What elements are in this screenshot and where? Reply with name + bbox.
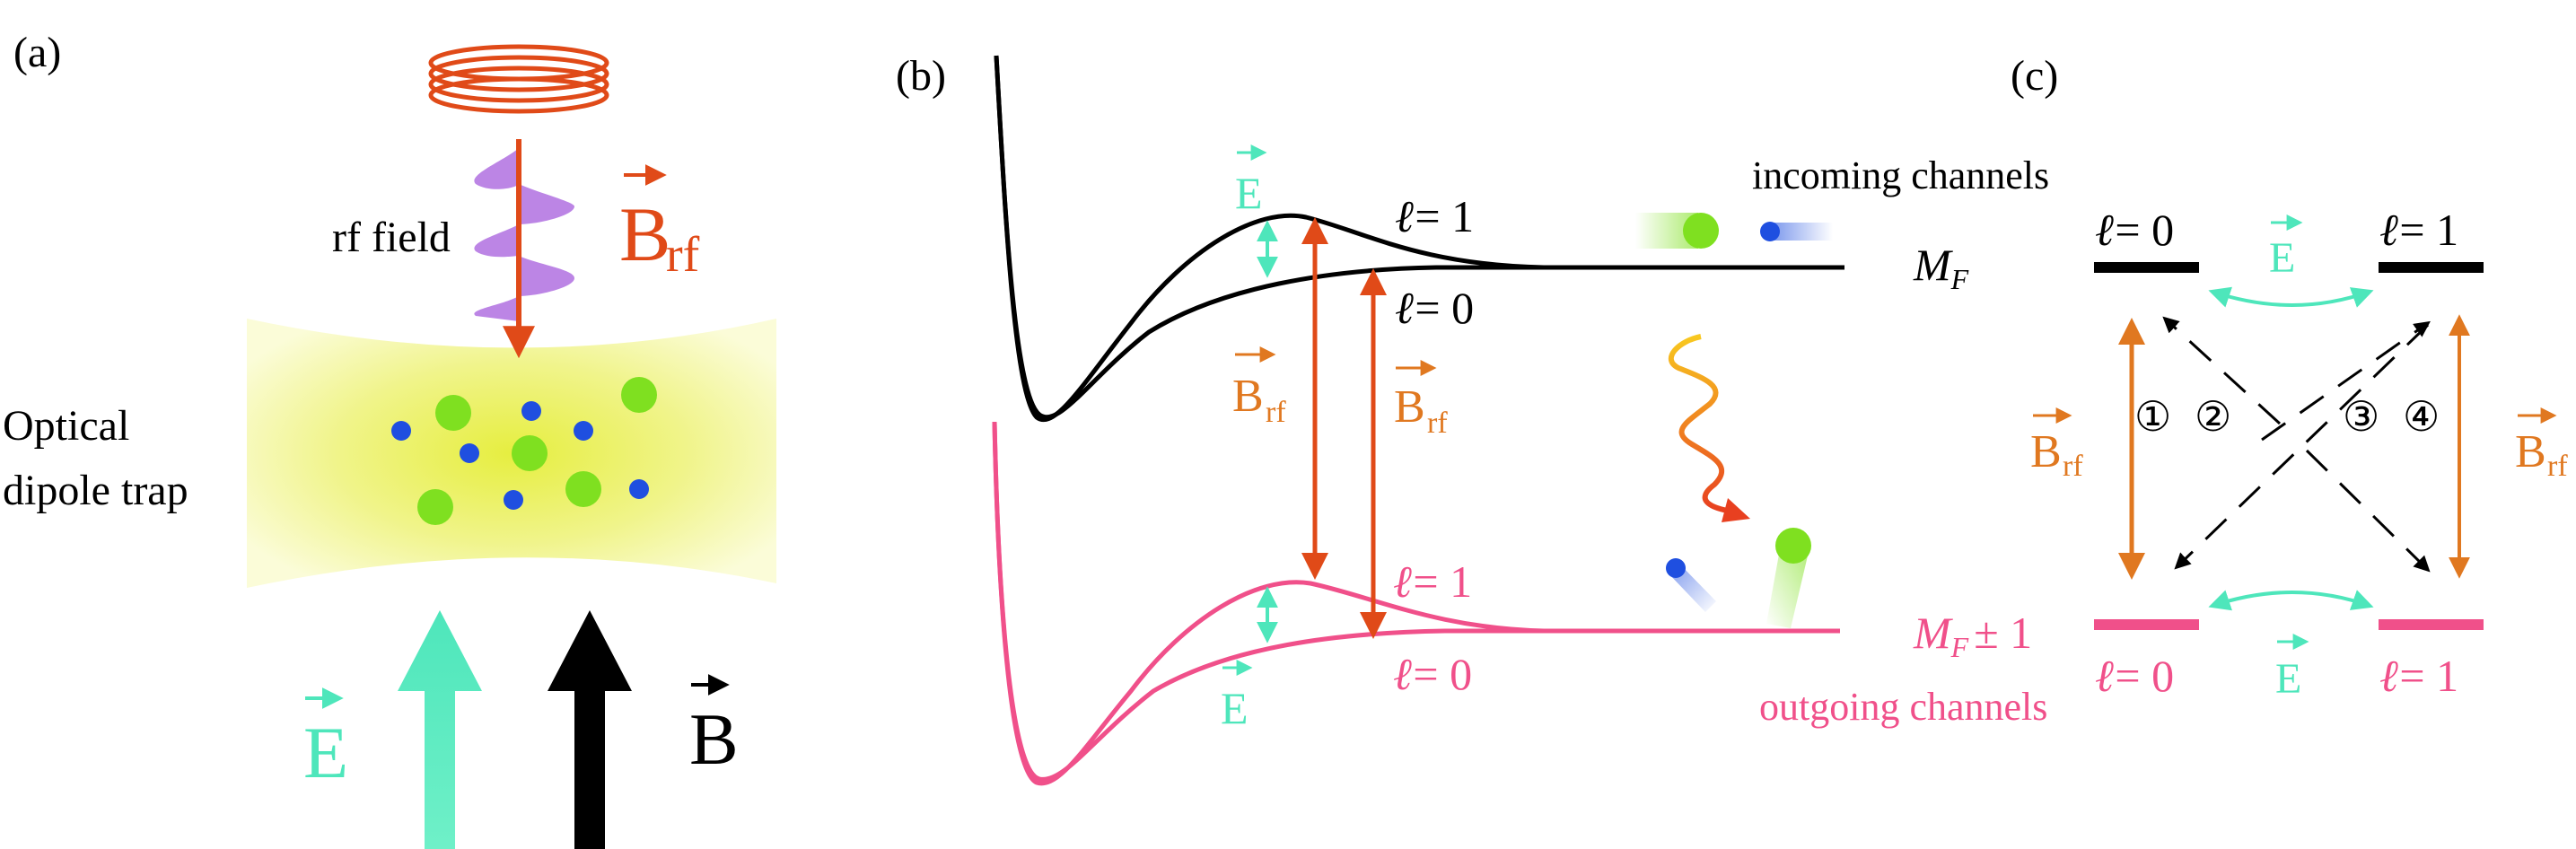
panel-c-label: (c) [2011,52,2058,100]
rf-coil-icon [428,44,609,114]
path-label-2: ② [2195,394,2231,440]
svg-text:B: B [619,191,670,277]
label-upper-l1: ℓ= 1 [1396,189,1474,242]
emitted-photon-wave [1669,334,1733,514]
incoming-green-atom [1683,213,1719,249]
brf-label-c-right: B rf [2515,407,2568,483]
svg-text:rf: rf [1266,396,1286,429]
green-atom-trail-out [1766,549,1809,628]
label-lower-l0: ℓ= 0 [1394,647,1472,700]
e-label-a: E [303,687,348,793]
cross-arrow-center-to-br [2305,449,2431,573]
label-c-bottom-left: ℓ= 0 [2096,649,2174,702]
svg-text:rf: rf [2547,450,2568,483]
level-bottom-right [2379,619,2484,630]
panel-a: (a) rf field B rf Optical dipole trap [3,29,776,849]
panel-b: (b) E E B rf B rf [896,52,2049,786]
cross-arrow-center-to-tr [2261,320,2431,442]
green-atoms [417,377,657,525]
outgoing-channels-label: outgoing channels [1759,685,2047,729]
blue-atom-trail-in [1770,223,1833,241]
path-label-4: ④ [2403,394,2440,440]
potential-curve-lower-l0 [992,421,1840,782]
svg-text:B: B [1232,371,1264,422]
e-coupling-top [2208,286,2374,308]
path-label-1: ① [2134,394,2171,440]
rf-field-label: rf field [332,214,451,261]
e-label-c-bottom: E [2275,634,2309,703]
svg-text:rf: rf [2063,450,2083,483]
svg-text:B: B [2030,426,2062,477]
panel-c: (c) ℓ= 0 ℓ= 1 ℓ= 0 ℓ= 1 E E [2011,52,2568,703]
outgoing-green-atom [1775,528,1811,564]
svg-text:E: E [1221,683,1249,733]
label-c-bottom-right: ℓ= 1 [2380,649,2458,702]
mf-lower-label: MF± 1 [1913,608,2032,663]
cross-arrow-center-to-tl [2162,316,2282,425]
brf-label-b-right: B rf [1394,360,1448,440]
e-coupling-bottom [2208,590,2374,611]
svg-text:B: B [2515,426,2546,477]
svg-text:E: E [1235,168,1263,218]
trap-label-line1: Optical [3,402,129,450]
svg-text:rf: rf [1427,407,1448,440]
label-lower-l1: ℓ= 1 [1394,555,1472,608]
e-field-arrow [398,610,482,849]
svg-text:rf: rf [666,227,700,283]
brf-label-b-left: B rf [1232,346,1286,429]
path-label-3: ③ [2343,394,2379,440]
e-label-b-upper: E [1235,144,1267,218]
trap-label-line2: dipole trap [3,467,188,514]
incoming-channels-label: incoming channels [1752,153,2049,197]
svg-text:E: E [2269,234,2295,282]
mf-upper-label: MF [1913,240,1969,295]
b-field-arrow [548,610,632,849]
svg-text:E: E [2275,655,2301,703]
e-label-c-top: E [2269,214,2303,282]
brf-label-a: B rf [619,164,700,283]
rf-field-wave [474,148,574,321]
blue-atoms [391,401,649,510]
level-bottom-left [2094,619,2199,630]
svg-text:B: B [689,698,739,780]
brf-label-c-left: B rf [2030,407,2083,483]
outgoing-blue-atom [1666,558,1686,578]
level-top-left [2094,262,2199,273]
level-top-right [2379,262,2484,273]
label-c-top-right: ℓ= 1 [2380,203,2458,256]
e-label-b-lower: E [1221,660,1253,733]
potential-curve-upper-l0 [994,55,1844,420]
panel-b-label: (b) [896,52,946,100]
label-upper-l0: ℓ= 0 [1396,281,1474,334]
cross-arrow-tr-to-bl [2174,323,2430,570]
b-label-a: B [689,674,739,780]
label-c-top-left: ℓ= 0 [2096,203,2174,256]
svg-text:B: B [1394,381,1425,433]
photon-arrowhead [1722,498,1750,522]
panel-a-label: (a) [13,29,61,76]
svg-text:E: E [303,712,348,793]
